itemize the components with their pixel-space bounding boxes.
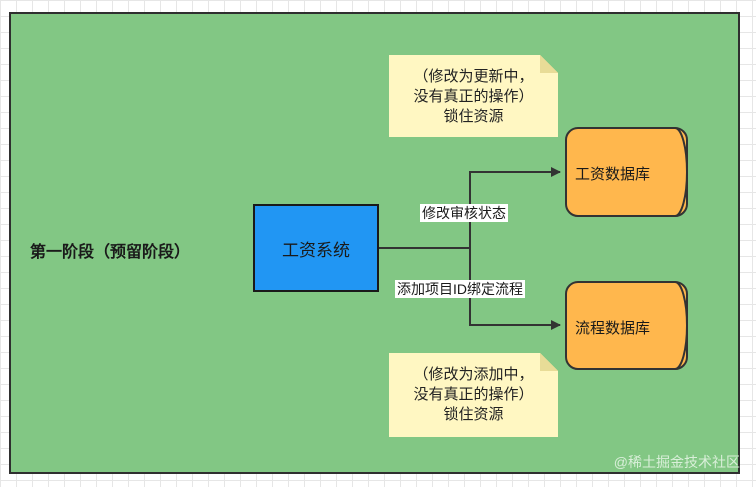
- salary-system-node[interactable]: 工资系统: [253, 204, 379, 292]
- note-bottom-line-2: 没有真正的操作）: [413, 386, 534, 403]
- note-bottom-line-1: （修改为添加中，: [413, 366, 534, 383]
- phase-label: 第一阶段（预留阶段）: [30, 244, 191, 261]
- note-top: （修改为更新中， 没有真正的操作） 锁住资源: [389, 55, 558, 137]
- process-database-label: 流程数据库: [575, 320, 651, 337]
- edge-label-bind-process: 添加项目ID绑定流程: [395, 280, 525, 298]
- database-cylinder-salary: [565, 127, 688, 217]
- note-bottom-fold: [540, 353, 558, 371]
- salary-database-label: 工资数据库: [575, 166, 651, 183]
- note-top-line-2: 没有真正的操作）: [413, 88, 534, 105]
- edge-connector-bottom: [469, 248, 561, 330]
- note-top-line-3: 锁住资源: [443, 108, 504, 125]
- note-top-fold: [540, 55, 558, 73]
- edge-label-update-status: 修改审核状态: [420, 204, 508, 222]
- note-bottom-line-3: 锁住资源: [443, 406, 504, 423]
- watermark: @稀土掘金技术社区: [613, 454, 740, 470]
- note-top-line-1: （修改为更新中，: [413, 68, 534, 85]
- salary-system-label: 工资系统: [282, 240, 350, 260]
- database-cylinder-process: [565, 281, 688, 370]
- note-bottom: （修改为添加中， 没有真正的操作） 锁住资源: [389, 353, 558, 437]
